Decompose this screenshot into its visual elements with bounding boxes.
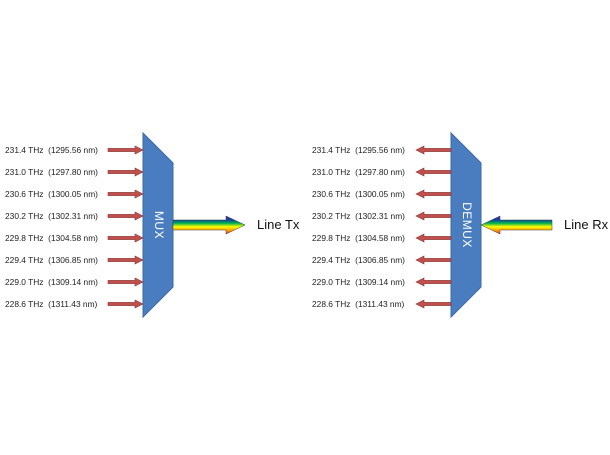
mux-block-label: MUX [152, 211, 166, 239]
line-tx-arrow [172, 215, 246, 235]
mux-channel-label: 229.0 THz (1309.14 nm) [5, 277, 98, 287]
demux-channel-arrows [415, 145, 452, 309]
mux-channel-label: 231.0 THz (1297.80 nm) [5, 167, 98, 177]
demux-channel-label: 229.0 THz (1309.14 nm) [312, 277, 405, 287]
demux-channel-label: 231.4 THz (1295.56 nm) [312, 145, 405, 155]
mux-input-arrow [107, 189, 144, 199]
mux-channel-label: 228.6 THz (1311.43 nm) [5, 299, 98, 309]
mux-channel-label: 231.4 THz (1295.56 nm) [5, 145, 98, 155]
mux-input-arrow [107, 299, 144, 309]
demux-output-arrow [415, 277, 452, 287]
demux-output-arrow [415, 299, 452, 309]
demux-output-arrow [415, 167, 452, 177]
demux-output-arrow [415, 255, 452, 265]
demux-channel-label: 230.2 THz (1302.31 nm) [312, 211, 405, 221]
mux-channel-label: 230.6 THz (1300.05 nm) [5, 189, 98, 199]
mux-channel-label: 229.8 THz (1304.58 nm) [5, 233, 98, 243]
demux-channel-label: 229.8 THz (1304.58 nm) [312, 233, 405, 243]
mux-input-arrow [107, 167, 144, 177]
mux-input-arrow [107, 211, 144, 221]
mux-block [142, 131, 174, 319]
mux-input-arrow [107, 145, 144, 155]
demux-channel-label: 229.4 THz (1306.85 nm) [312, 255, 405, 265]
line-rx-arrow [480, 215, 553, 235]
demux-output-arrow [415, 211, 452, 221]
demux-channel-label: 231.0 THz (1297.80 nm) [312, 167, 405, 177]
demux-output-arrow [415, 189, 452, 199]
mux-input-arrow [107, 255, 144, 265]
demux-channel-label: 228.6 THz (1311.43 nm) [312, 299, 405, 309]
demux-block [450, 131, 482, 319]
line-rx-label: Line Rx [564, 217, 609, 232]
line-tx-label: Line Tx [257, 217, 300, 232]
mux-channel-label: 230.2 THz (1302.31 nm) [5, 211, 98, 221]
demux-output-arrow [415, 233, 452, 243]
mux-channel-label: 229.4 THz (1306.85 nm) [5, 255, 98, 265]
demux-output-arrow [415, 145, 452, 155]
mux-channel-arrows [107, 145, 144, 309]
mux-input-arrow [107, 277, 144, 287]
demux-channel-label: 230.6 THz (1300.05 nm) [312, 189, 405, 199]
demux-block-label: DEMUX [460, 202, 474, 248]
mux-input-arrow [107, 233, 144, 243]
